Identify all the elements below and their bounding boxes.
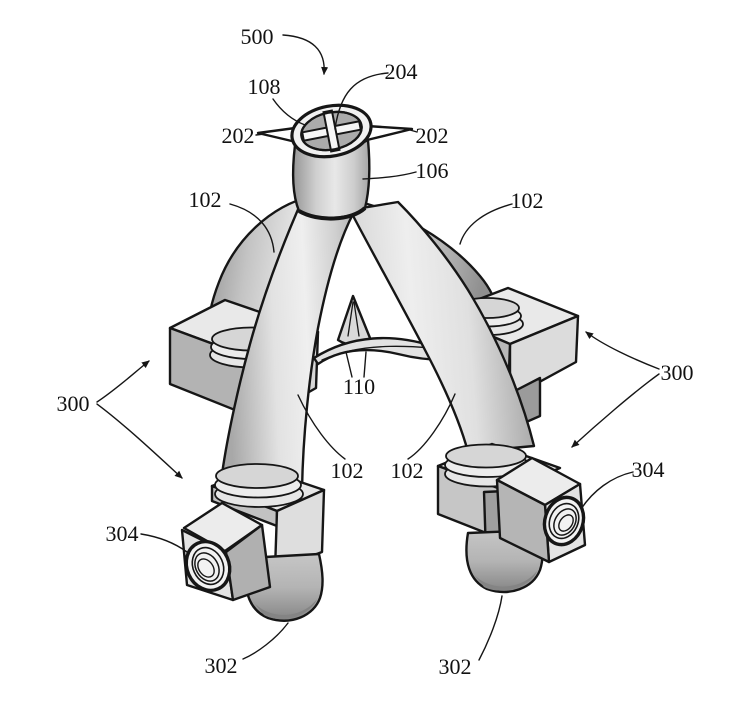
hole-thread — [548, 502, 580, 540]
ref-label-304-right: 304 — [632, 457, 665, 482]
hole-thread — [553, 508, 577, 536]
ref-label-302-left: 302 — [205, 653, 238, 678]
foot-bottom-shade — [472, 571, 537, 591]
reference-labels: 500 204 108 202 202 106 102 102 110 102 … — [57, 24, 694, 679]
ref-label-300-right: 300 — [661, 360, 694, 385]
collar-ring — [445, 443, 527, 469]
tab-202-left — [256, 126, 298, 144]
leader-108 — [272, 98, 306, 126]
leader-300-left-lower — [96, 403, 183, 479]
ref-label-106: 106 — [416, 158, 449, 183]
leader-110-a — [345, 351, 353, 378]
hole-thread — [191, 546, 225, 586]
ref-label-202-right: 202 — [416, 123, 449, 148]
leader-302-left — [242, 622, 289, 660]
ref-label-302-right: 302 — [439, 654, 472, 679]
foot-bottom-shade — [252, 599, 317, 620]
leader-110-b — [363, 351, 367, 378]
ref-label-300-left: 300 — [57, 391, 90, 416]
cross-bar-vertical — [322, 109, 341, 153]
block-300-lower-right — [436, 442, 587, 594]
cube-right-face — [224, 523, 272, 602]
leg-102-front-right — [348, 200, 536, 454]
leader-304-left — [140, 533, 188, 553]
collar-ring — [215, 463, 299, 489]
leader-102-lower-left — [297, 394, 346, 460]
hole-thread — [197, 558, 215, 578]
ref-label-108: 108 — [248, 74, 281, 99]
ref-label-110: 110 — [343, 374, 375, 399]
ref-label-102-lower-left: 102 — [331, 458, 364, 483]
top-port-106 — [256, 103, 414, 221]
web-gusset-line — [347, 301, 354, 337]
leader-102-upper-left — [229, 203, 275, 253]
leader-300-left-upper — [96, 360, 150, 403]
cylinder-base-edge — [297, 206, 367, 221]
tab-202-right — [365, 124, 414, 142]
leader-204 — [334, 72, 389, 130]
rim-inner-outline — [300, 110, 363, 152]
block-300-lower-left — [180, 463, 326, 622]
web-gusset-line — [353, 301, 360, 337]
ref-label-102-lower-right: 102 — [391, 458, 424, 483]
plate-right-face — [273, 488, 326, 572]
hole-thread — [558, 514, 574, 532]
ref-label-202-left: 202 — [222, 123, 255, 148]
ref-label-304-left: 304 — [106, 521, 139, 546]
hole-thread — [194, 552, 220, 582]
ref-label-102-upper-left: 102 — [189, 187, 222, 212]
leader-102-lower-right — [407, 393, 456, 460]
threaded-hole-304-right — [542, 495, 586, 547]
ref-label-204: 204 — [385, 59, 418, 84]
leader-500 — [282, 34, 329, 75]
cross-divider-204 — [301, 109, 362, 153]
leader-106 — [362, 171, 417, 180]
leader-300-right-upper — [585, 331, 660, 370]
ref-label-102-upper-right: 102 — [511, 188, 544, 213]
leader-202-right — [409, 129, 418, 133]
leader-102-upper-right — [459, 203, 513, 245]
leader-304-right — [580, 471, 634, 510]
leader-lines — [96, 34, 660, 661]
leader-302-right — [478, 595, 503, 661]
leader-202-left — [255, 133, 265, 136]
ref-label-500: 500 — [241, 24, 274, 49]
leader-300-right-lower — [571, 373, 660, 448]
cube-front-face — [495, 478, 551, 564]
threaded-hole-304-left — [184, 539, 232, 593]
